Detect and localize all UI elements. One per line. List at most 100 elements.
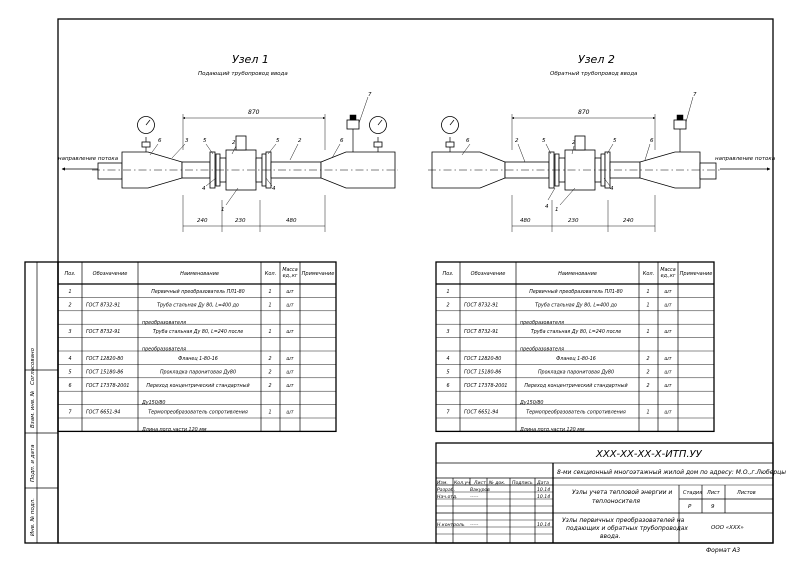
spec-cell-l-6-0: 5 [68, 369, 71, 375]
svg-text:5: 5 [203, 138, 207, 144]
spec-cell-r-0-2: Первичный преобразователь ПЛ1-80 [529, 289, 622, 295]
spec-cell-l-9-2: Термопреобразователь сопротивления [148, 410, 248, 416]
svg-text:№ док.: № док. [488, 480, 505, 486]
svg-text:2: 2 [298, 138, 302, 144]
node-1-thermosensor-icon [346, 119, 360, 130]
spec-header-r-5: Примечание [680, 271, 713, 277]
spec-cell-r-7-0: 6 [446, 383, 449, 389]
spec-cell-r-1-4: шт [664, 303, 671, 308]
svg-text:Дата: Дата [536, 480, 549, 486]
node-2-reducer-right [639, 151, 701, 189]
spec-cell-l-10-2: Длина погр.части 120 мм [141, 427, 207, 433]
node-2-subtitle: Обратный трубопровод ввода [550, 71, 638, 77]
spec-cell-l-9-3: 1 [268, 410, 271, 416]
spec-cell-l-1-2: Труба стальная Ду 80, L=400 до [157, 302, 239, 308]
stage-label: Стадия [683, 490, 702, 496]
svg-text:Подпись: Подпись [512, 480, 533, 486]
spec-cell-l-6-1: ГОСТ 15180-86 [86, 369, 123, 375]
svg-text:7: 7 [693, 92, 697, 98]
node-2-title: Узел 2 [578, 53, 615, 66]
spec-header-l-4: ед.,кг [283, 274, 298, 279]
spec-header-r-4: Масса [660, 267, 675, 273]
svg-text:6: 6 [340, 138, 344, 144]
node-1-dim-total: 870 [248, 109, 260, 116]
node-2-callouts: 6 2 5 4 2 5 6 4 7 1 [461, 92, 697, 213]
node-2-drawing: Узел 2 Обратный трубопровод ввода 870 на… [428, 53, 776, 232]
svg-text:-----: ----- [470, 523, 479, 528]
spec-cell-r-5-0: 4 [446, 356, 449, 362]
node-1-drawing: Узел 1 Подающий трубопровод ввода 870 на… [58, 53, 398, 232]
system-name-1: Узлы учета тепловой энергии и [572, 489, 672, 496]
spec-cell-r-0-0: 1 [446, 289, 449, 295]
stamp-inv-orig: Инв. № подл. [30, 498, 36, 536]
spec-cell-l-1-0: 2 [68, 302, 71, 308]
spec-cell-r-3-2: Труба стальная Ду 80, L=240 после [531, 329, 621, 335]
svg-text:7: 7 [368, 92, 372, 98]
sheet-label: Лист [706, 490, 721, 496]
spec-cell-l-1-3: 1 [268, 302, 271, 308]
svg-text:4: 4 [545, 204, 549, 210]
spec-cell-l-1-1: ГОСТ 8732-91 [86, 302, 120, 308]
svg-text:2: 2 [232, 140, 236, 146]
spec-cell-l-9-0: 7 [68, 410, 71, 416]
spec-cell-r-1-2: Труба стальная Ду 80, L=400 до [535, 302, 617, 308]
svg-text:Кол.уч: Кол.уч [454, 480, 470, 486]
spec-cell-l-0-0: 1 [68, 289, 71, 295]
svg-text:6: 6 [650, 138, 654, 144]
spec-cell-l-4-2: преобразователя [142, 347, 186, 353]
svg-text:4: 4 [202, 186, 206, 192]
spec-cell-r-5-3: 2 [646, 356, 649, 362]
node-1-callouts: 6 3 5 4 2 5 2 4 6 1 [149, 138, 344, 213]
spec-cell-r-0-3: 1 [646, 289, 649, 295]
node-1-flow-label: направление потока [58, 156, 119, 162]
drawing-code: ХХХ-ХХ-ХХ-Х-ИТП.УУ [595, 449, 703, 460]
spec-cell-r-7-2: Переход концентрический стандартный [524, 383, 627, 389]
node-2-flow-label: направление потока [715, 156, 776, 162]
stamp-sign-date: Подп. и дата [30, 444, 36, 482]
svg-text:Изм.: Изм. [437, 480, 448, 486]
spec-cell-r-1-3: 1 [646, 302, 649, 308]
svg-text:10.14: 10.14 [537, 522, 550, 528]
node-1-dim-2: 230 [235, 218, 246, 224]
title-block: ХХХ-ХХ-ХХ-Х-ИТП.УУ 8-ми секционный много… [435, 442, 786, 544]
node-1-title: Узел 1 [232, 53, 269, 66]
node-1-inlet-pipe [97, 162, 123, 180]
spec-cell-l-5-1: ГОСТ 12820-80 [86, 356, 123, 362]
spec-cell-r-2-2: преобразователя [520, 320, 564, 326]
spec-header-r-4: ед.,кг [661, 274, 676, 279]
spec-cell-r-4-2: преобразователя [520, 347, 564, 353]
spec-cell-l-8-2: Ду150/80 [141, 400, 165, 406]
spec-cell-l-2-2: преобразователя [142, 320, 186, 326]
spec-cell-l-3-4: шт [286, 330, 293, 335]
sheets-label: Листов [736, 490, 756, 496]
spec-cell-r-1-1: ГОСТ 8732-91 [464, 302, 498, 308]
spec-cell-r-6-3: 2 [646, 369, 649, 375]
svg-text:10.14: 10.14 [537, 494, 550, 500]
spec-cell-r-9-2: Термопреобразователь сопротивления [526, 410, 626, 416]
spec-cell-l-0-3: 1 [268, 289, 271, 295]
system-name-2: теплоносителя [592, 498, 640, 505]
spec-cell-l-7-4: шт [286, 384, 293, 389]
spec-cell-l-7-1: ГОСТ 17378-2001 [86, 383, 129, 389]
spec-header-l-1: Обозначение [93, 271, 128, 277]
svg-text:Лист: Лист [473, 480, 486, 486]
spec-header-l-4: Масса [282, 267, 297, 273]
spec-cell-r-5-2: Фланец 1-80-16 [556, 356, 596, 362]
svg-text:6: 6 [466, 138, 470, 144]
spec-cell-l-5-3: 2 [268, 356, 271, 362]
drawing-frame [57, 18, 774, 544]
spec-header-l-0: Поз. [64, 271, 75, 277]
spec-cell-r-9-3: 1 [646, 410, 649, 416]
spec-cell-l-9-1: ГОСТ 6651-94 [86, 410, 120, 416]
side-stamp: Согласовано Взам. инв. № Подп. и дата Ин… [24, 261, 59, 544]
node-2-thermosensor-icon [673, 119, 687, 130]
node-2-outlet-pipe [699, 162, 717, 180]
spec-cell-r-6-2: Прокладка паронитовая Ду80 [538, 369, 614, 375]
spec-cell-l-5-2: Фланец 1-80-16 [178, 356, 218, 362]
spec-cell-l-6-3: 2 [268, 369, 271, 375]
spec-cell-r-0-4: шт [664, 290, 671, 295]
spec-cell-r-7-3: 2 [646, 383, 649, 389]
svg-text:2: 2 [572, 140, 576, 146]
svg-text:5: 5 [276, 138, 280, 144]
